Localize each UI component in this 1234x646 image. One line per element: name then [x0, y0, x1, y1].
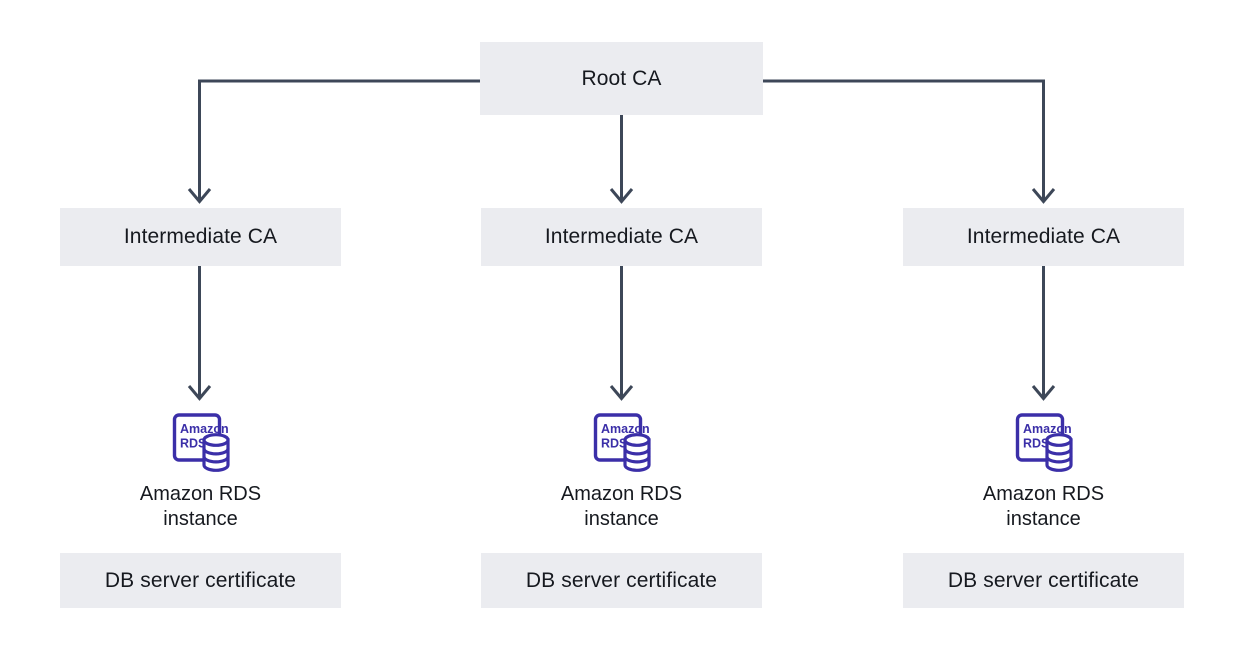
amazon-rds-icon: Amazon RDS [1015, 413, 1073, 472]
svg-text:Amazon: Amazon [180, 422, 229, 436]
intermediate-ca-label-center: Intermediate CA [544, 225, 699, 249]
db-server-certificate-box-left: DB server certificate [60, 553, 341, 608]
rds-instance-group-right: Amazon RDS Amazon RDS instance [903, 408, 1184, 532]
amazon-rds-icon: Amazon RDS [593, 413, 651, 472]
rds-instance-label-left: Amazon RDS instance [139, 483, 262, 530]
root-ca-box: Root CA [480, 42, 763, 115]
connector-root-to-center-intermediate [609, 115, 634, 204]
rds-instance-group-left: Amazon RDS Amazon RDS instance [60, 408, 341, 532]
intermediate-ca-label-right: Intermediate CA [966, 225, 1121, 249]
connector-root-to-left-intermediate [187, 79, 480, 204]
svg-text:Amazon: Amazon [1023, 422, 1072, 436]
svg-text:Amazon: Amazon [601, 422, 650, 436]
db-server-certificate-label-right: DB server certificate [947, 568, 1140, 592]
intermediate-ca-box-left: Intermediate CA [60, 208, 341, 266]
rds-instance-label-center: Amazon RDS instance [560, 483, 683, 530]
db-server-certificate-label-center: DB server certificate [525, 568, 718, 592]
db-server-certificate-label-left: DB server certificate [104, 568, 297, 592]
connector-root-to-right-intermediate [763, 79, 1056, 204]
connector-right-intermediate-to-instance [1031, 266, 1056, 401]
connector-left-intermediate-to-instance [187, 266, 212, 401]
rds-instance-label-right: Amazon RDS instance [982, 483, 1105, 530]
connector-center-intermediate-to-instance [609, 266, 634, 401]
svg-text:RDS: RDS [180, 437, 206, 451]
intermediate-ca-box-right: Intermediate CA [903, 208, 1184, 266]
db-server-certificate-box-center: DB server certificate [481, 553, 762, 608]
root-ca-label: Root CA [581, 66, 662, 90]
db-server-certificate-box-right: DB server certificate [903, 553, 1184, 608]
svg-text:RDS: RDS [1023, 437, 1049, 451]
rds-instance-group-center: Amazon RDS Amazon RDS instance [481, 408, 762, 532]
amazon-rds-icon: Amazon RDS [172, 413, 230, 472]
svg-text:RDS: RDS [601, 437, 627, 451]
intermediate-ca-box-center: Intermediate CA [481, 208, 762, 266]
intermediate-ca-label-left: Intermediate CA [123, 225, 278, 249]
